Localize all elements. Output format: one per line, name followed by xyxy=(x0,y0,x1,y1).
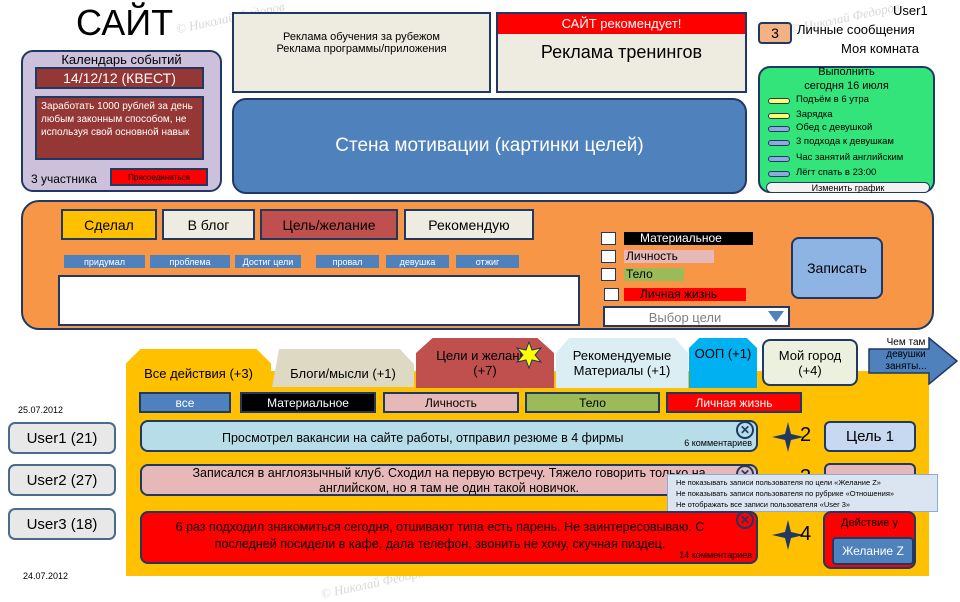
dropdown-arrow-icon[interactable] xyxy=(768,311,784,322)
tab-my-city[interactable]: Мой город (+4) xyxy=(762,339,858,386)
schedule-item-checkbox[interactable] xyxy=(768,98,790,104)
ad-study-line1: Реклама обучения за рубежом xyxy=(283,31,440,43)
post-item[interactable]: Записался в англоязычный клуб. Сходил на… xyxy=(140,464,758,496)
sparkle-icon xyxy=(772,422,804,452)
date-top: 25.07.2012 xyxy=(18,405,64,415)
category-body-label: Тело xyxy=(624,268,684,281)
schedule-item-checkbox[interactable] xyxy=(768,113,790,119)
tag-blast[interactable]: отжиг xyxy=(456,255,519,268)
category-love-label: Личная жизнь xyxy=(624,288,746,301)
schedule-item-checkbox[interactable] xyxy=(768,126,790,132)
close-icon[interactable]: ✕ xyxy=(736,421,754,439)
messages-count-badge[interactable]: 3 xyxy=(758,22,792,44)
post-count: 4 xyxy=(800,523,812,545)
filter-love[interactable]: Личная жизнь xyxy=(666,392,802,413)
category-personality-checkbox[interactable] xyxy=(601,250,616,263)
schedule-item-label: Подъём в 6 утра xyxy=(796,94,869,105)
category-love-checkbox[interactable] xyxy=(604,288,619,301)
sparkle-icon xyxy=(772,520,804,550)
site-title[interactable]: САЙТ xyxy=(76,2,174,43)
goal-select-value: Выбор цели xyxy=(648,310,722,325)
calendar-event-date[interactable]: 14/12/12 (КВЕСТ) xyxy=(35,67,204,89)
tab-oop[interactable]: ООП (+1) xyxy=(689,338,757,388)
post-count: 2 xyxy=(800,424,812,446)
change-schedule-button[interactable]: Изменить график xyxy=(766,182,930,193)
schedule-item-label: Обед с девушкой xyxy=(796,122,873,133)
date-bottom: 24.07.2012 xyxy=(23,571,69,581)
type-did-button[interactable]: Сделал xyxy=(61,209,157,240)
category-body-checkbox[interactable] xyxy=(601,268,616,281)
post-item[interactable]: Просмотрел вакансии на сайте работы, отп… xyxy=(140,420,758,452)
post-item[interactable]: 6 раз подходил знакомиться сегодня, отши… xyxy=(140,511,758,564)
calendar-event-description[interactable]: Заработать 1000 рублей за день любым зак… xyxy=(35,96,204,160)
my-room-link[interactable]: Моя комната xyxy=(841,41,920,56)
user3-button[interactable]: User3 (18) xyxy=(8,508,116,540)
tab-blogs[interactable]: Блоги/мысли (+1) xyxy=(272,349,414,387)
arrow-right-icon xyxy=(868,337,959,385)
type-goal-button[interactable]: Цель/желание xyxy=(260,209,398,240)
ad-recommend-header: САЙТ рекомендует! xyxy=(498,14,745,34)
messages-link[interactable]: Личные сообщения xyxy=(797,22,915,37)
user1-button[interactable]: User1 (21) xyxy=(8,422,116,454)
ad-study-banner[interactable]: Реклама обучения за рубежом Реклама прог… xyxy=(232,12,491,93)
tab-all-actions[interactable]: Все действия (+3) xyxy=(126,349,271,397)
girls-arrow-button[interactable]: Чем там девушки заняты... xyxy=(867,337,960,385)
calendar-participants[interactable]: 3 участника xyxy=(31,172,97,186)
post-text: Записался в англоязычный клуб. Сходил на… xyxy=(192,466,706,495)
category-material-label: Материальное xyxy=(624,232,753,245)
user2-button[interactable]: User2 (27) xyxy=(8,464,116,496)
goal-select[interactable]: Выбор цели xyxy=(603,306,790,327)
post-wish-button[interactable]: Желание Z xyxy=(832,537,914,565)
tag-problem[interactable]: проблема xyxy=(150,255,230,268)
context-menu-item[interactable]: Не показывать записи пользователя по цел… xyxy=(676,478,881,487)
tag-goal-reached[interactable]: Достиг цели xyxy=(235,255,301,268)
submit-button[interactable]: Записать xyxy=(791,237,883,299)
post-comments[interactable]: 6 комментариев xyxy=(684,438,752,448)
calendar-title: Календарь событий xyxy=(61,52,182,67)
schedule-item-checkbox[interactable] xyxy=(768,140,790,146)
schedule-title-line2: сегодня 16 июля xyxy=(804,80,889,92)
tag-failure[interactable]: провал xyxy=(316,255,379,268)
filter-all[interactable]: все xyxy=(139,392,231,413)
filter-personality[interactable]: Личность xyxy=(383,392,519,413)
post-text: 6 раз подходил знакомиться сегодня, отши… xyxy=(175,520,705,551)
ad-recommend-text: Реклама тренингов xyxy=(540,42,703,62)
post-text-input[interactable] xyxy=(58,275,580,326)
tab-recommended[interactable]: Рекомендуемые Материалы (+1) xyxy=(556,338,688,388)
post-goal-button[interactable]: Цель 1 xyxy=(824,421,916,452)
girls-arrow-label: Чем там девушки заняты... xyxy=(885,337,927,372)
context-menu-item[interactable]: Не отображать все записи пользователя «U… xyxy=(676,500,851,509)
schedule-item-label: Лёгт спать в 23:00 xyxy=(796,167,877,178)
context-menu-item[interactable]: Не показывать записи пользователя по руб… xyxy=(676,489,895,498)
schedule-item-checkbox[interactable] xyxy=(768,156,790,162)
schedule-item-label: Час занятий английским xyxy=(796,152,904,163)
post-action-label[interactable]: Действие у xyxy=(841,517,898,529)
context-menu: Не показывать записи пользователя по цел… xyxy=(667,474,938,512)
type-blog-button[interactable]: В блог xyxy=(162,209,255,240)
motivation-wall[interactable]: Стена мотивации (картинки целей) xyxy=(232,98,747,194)
filter-material[interactable]: Материальное xyxy=(240,392,376,413)
close-icon[interactable]: ✕ xyxy=(736,511,754,529)
tag-girl[interactable]: девушка xyxy=(386,255,449,268)
schedule-item-label: 3 подхода к девушкам xyxy=(796,136,894,147)
tag-invented[interactable]: придумал xyxy=(64,255,145,268)
post-comments[interactable]: 14 комментариев xyxy=(679,550,752,560)
category-material-checkbox[interactable] xyxy=(601,232,616,245)
category-personality-label: Личность xyxy=(624,250,714,263)
schedule-title-line1: Выполнить xyxy=(818,66,875,78)
post-text: Просмотрел вакансии на сайте работы, отп… xyxy=(222,431,624,445)
ad-app-line2: Реклама программы/приложения xyxy=(276,43,447,55)
ad-recommend-banner[interactable]: САЙТ рекомендует! Реклама тренингов xyxy=(496,12,747,93)
filter-body[interactable]: Тело xyxy=(525,392,660,413)
star-icon xyxy=(515,341,543,369)
type-recommend-button[interactable]: Рекомендую xyxy=(404,209,534,240)
join-button[interactable]: Присоединиться xyxy=(110,168,208,186)
schedule-item-label: Зарядка xyxy=(796,109,833,120)
username[interactable]: User1 xyxy=(893,3,928,18)
schedule-item-checkbox[interactable] xyxy=(768,171,790,177)
